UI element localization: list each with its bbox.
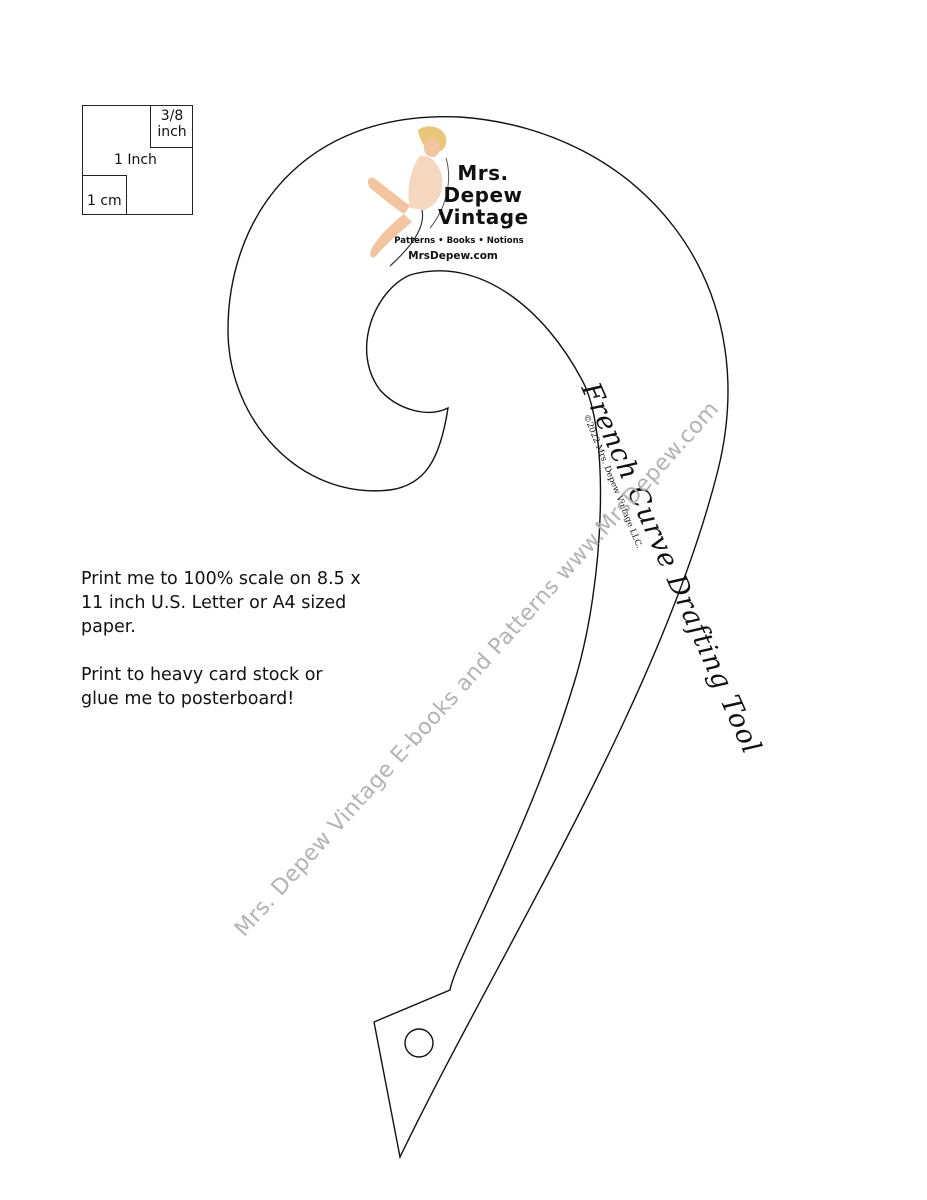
punch-hole — [404, 1028, 434, 1058]
instructions-cardstock: Print to heavy card stock or glue me to … — [81, 665, 323, 709]
inch-label: 1 Inch — [114, 152, 157, 168]
brand-logo: Mrs. Depew Vintage Patterns • Books • No… — [360, 118, 528, 273]
three-eighths-square — [150, 105, 193, 148]
logo-url: MrsDepew.com — [408, 250, 498, 262]
pinup-figure-icon — [367, 126, 450, 267]
logo-line-1: Mrs. — [457, 161, 509, 185]
logo-wordmark: Mrs. Depew Vintage — [438, 162, 528, 228]
logo-tagline: Patterns • Books • Notions — [394, 236, 524, 246]
scale-key: 3/8 inch 1 Inch 1 cm — [82, 105, 193, 215]
three-eighths-label: 3/8 inch — [157, 108, 187, 140]
instructions-scale: Print me to 100% scale on 8.5 x 11 inch … — [81, 569, 361, 637]
cm-square — [82, 175, 127, 215]
logo-line-2: Depew — [443, 183, 523, 207]
inch-square — [82, 105, 193, 215]
cm-label: 1 cm — [87, 193, 122, 209]
logo-line-3: Vintage — [438, 205, 529, 229]
print-instructions: Print me to 100% scale on 8.5 x 11 inch … — [81, 567, 361, 735]
